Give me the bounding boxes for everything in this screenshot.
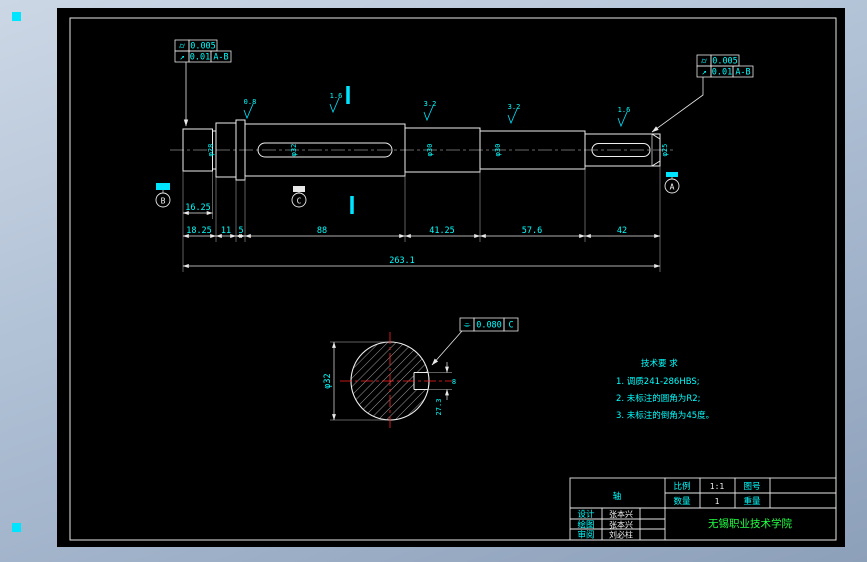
review-label: 审阅 [577,530,594,541]
weight-label: 重量 [743,496,761,507]
fcf-left-value-1: 0.005 [190,42,216,52]
roughness-value-5: 1.6 [618,106,631,114]
datum-A: A [664,172,680,194]
datum-C: C [291,186,307,208]
roughness-icon [617,111,628,128]
roughness-value-1: 0.8 [244,98,257,106]
shaft-journal-right [584,133,661,167]
fcf-left [174,39,232,127]
part-name: 轴 [613,491,622,502]
dim-57-6: 57.6 [522,226,542,236]
design-name: 张本兴 [609,509,633,519]
fcf-section-value: 0.080 [476,321,502,331]
scale-value: 1:1 [710,482,725,491]
roughness-icon [423,105,434,122]
tech-req-line-3: 3. 未标注的倒角为45度。 [616,410,714,421]
fcf-left-value-2: 0.01 [190,53,210,63]
fcf-section [431,317,519,366]
section-dia-label: φ32 [323,373,333,388]
dim-41-25: 41.25 [429,226,455,236]
fcf-section-symbol: ⌯ [464,321,472,331]
technical-requirements: 技术要 求 1. 调质241-286HBS; 2. 未标注的圆角为R2; 3. … [616,358,714,421]
shaft-main-view [170,119,674,181]
tech-req-line-2: 2. 未标注的圆角为R2; [616,393,701,404]
fcf-right [651,54,754,133]
fcf-left-symbol-1: ⌭ [179,42,186,52]
qty-value: 1 [715,497,720,506]
dia-label-1: φ28 [207,144,215,157]
roughness-symbols [243,97,628,128]
drawing-canvas [57,8,845,547]
extension-lines [182,166,661,272]
qty-label: 数量 [673,496,691,507]
fcf-right-value-2: 0.01 [712,68,732,78]
fcf-left-datum: A-B [213,53,228,63]
chamfer-bottom [651,160,661,167]
fcf-section-datum: C [508,321,513,331]
draft-label: 绘图 [577,520,594,531]
title-block [569,477,837,541]
dia-label-4: φ30 [494,144,502,157]
draft-name: 张本兴 [609,520,633,530]
roughness-value-2: 1.6 [330,92,343,100]
datum-b-label: B [161,197,166,206]
dia-label-2: φ32 [290,144,298,157]
drawing-no-label: 图号 [743,482,760,492]
organization-name: 无锡职业技术学院 [708,517,792,530]
fcf-right-symbol-2: ↗ [701,68,706,78]
tech-req-title: 技术要 求 [641,358,678,369]
scale-label: 比例 [673,481,690,492]
dim-5: 5 [238,226,243,236]
dim-total-263-1: 263.1 [389,256,415,266]
dim-42: 42 [617,226,627,236]
chamfer-top [651,133,661,140]
roughness-icon [507,108,518,125]
fcf-right-value-1: 0.005 [712,57,738,67]
design-label: 设计 [577,509,595,520]
viewport-handle-top [12,12,21,21]
dia-label-3: φ30 [426,144,434,157]
datum-c-label: C [297,197,302,206]
datum-a-label: A [670,183,675,192]
dim-16-25: 16.25 [185,203,211,213]
tech-req-line-1: 1. 调质241-286HBS; [616,376,700,387]
section-view: φ32 8 27.3 [323,332,456,430]
fcf-right-datum: A-B [735,68,750,78]
review-name: 刘必柱 [609,530,633,540]
dim-11: 11 [221,226,231,236]
roughness-icon [329,97,340,114]
viewport-handle-bottom [12,523,21,532]
keyway-depth-label: 27.3 [435,399,443,416]
roughness-value-3: 3.2 [424,100,437,108]
dim-18-25: 18.25 [186,226,212,236]
datum-B: B [155,183,171,208]
dimension-lines [182,211,661,268]
keyway-slot-main [257,142,393,158]
keyway-width-label: 8 [452,378,456,386]
fcf-left-symbol-2: ↗ [179,53,184,63]
dia-label-5: φ25 [661,144,669,157]
roughness-value-4: 3.2 [508,103,521,111]
roughness-icon [243,103,254,120]
sheet-border [69,17,837,541]
dim-88: 88 [317,226,327,236]
keyway-slot-right [591,143,651,157]
fcf-right-symbol-1: ⌭ [701,57,708,67]
